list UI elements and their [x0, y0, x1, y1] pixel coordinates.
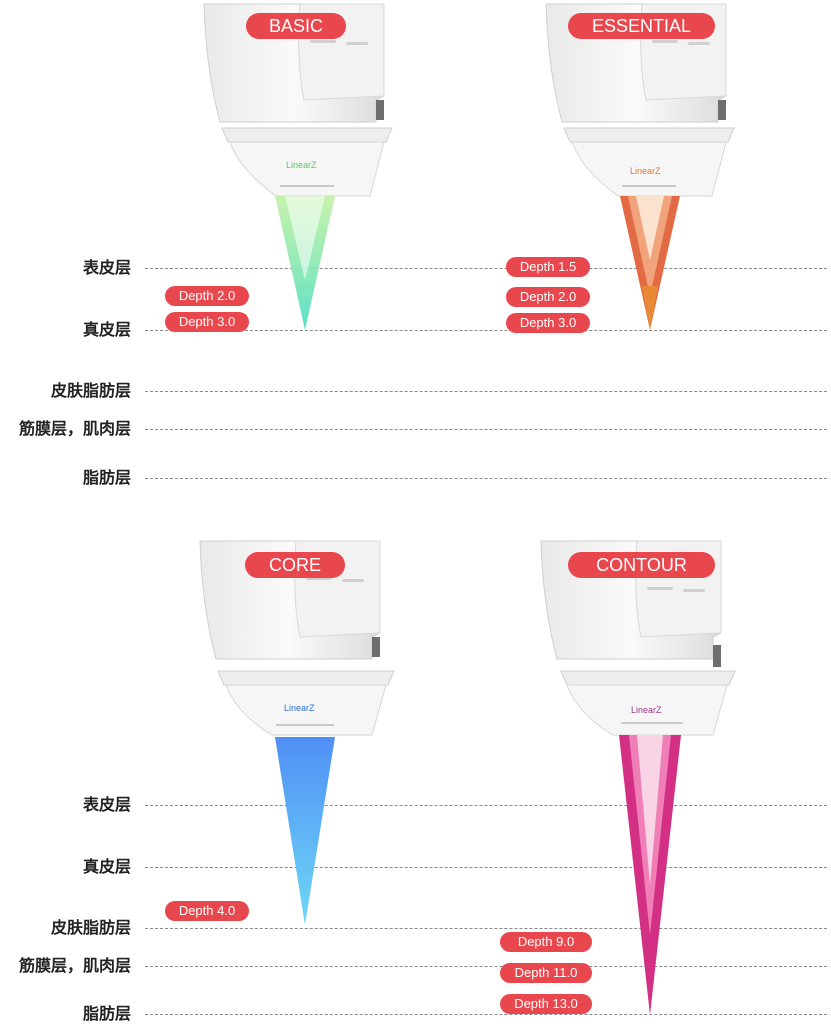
layer-label-epidermis: 表皮层 [82, 258, 131, 277]
layer-label-dermis-2: 真皮层 [82, 857, 131, 876]
mode-badge-contour: CONTOUR [568, 552, 715, 578]
beam-basic-svg [275, 196, 335, 330]
layer-line-subcutaneous-fat [145, 391, 827, 392]
depth-badge-basic-2-0: Depth 2.0 [165, 286, 249, 306]
layer-label-fascia-muscle-2: 筋膜层，肌肉层 [18, 956, 131, 975]
beam-contour-svg [619, 735, 681, 1015]
mode-badge-basic: BASIC [246, 13, 346, 39]
layer-line-epidermis [145, 268, 827, 269]
layer-line-fat-2 [145, 1014, 827, 1015]
layer-label-fat-2: 脂肪层 [82, 1004, 131, 1023]
layer-line-subcutaneous-fat-2 [145, 928, 827, 929]
ultrasound-beam-essential [620, 196, 680, 336]
brand-label-contour: LinearZ [631, 705, 662, 715]
layer-label-subcutaneous-fat: 皮肤脂肪层 [50, 381, 131, 400]
depth-badge-essential-2-0: Depth 2.0 [506, 287, 590, 307]
depth-badge-contour-13-0: Depth 13.0 [500, 994, 592, 1014]
brand-label-core: LinearZ [284, 703, 315, 713]
depth-badge-basic-3-0: Depth 3.0 [165, 312, 249, 332]
brand-label-basic: LinearZ [286, 160, 317, 170]
layer-label-dermis: 真皮层 [82, 320, 131, 339]
brand-label-essential: LinearZ [630, 166, 661, 176]
depth-badge-contour-11-0: Depth 11.0 [500, 963, 592, 983]
layer-label-epidermis-2: 表皮层 [82, 795, 131, 814]
layer-label-fascia-muscle: 筋膜层，肌肉层 [18, 419, 131, 438]
ultrasound-beam-core [275, 737, 335, 931]
layer-label-subcutaneous-fat-2: 皮肤脂肪层 [50, 918, 131, 937]
ultrasound-beam-basic [275, 196, 335, 336]
depth-badge-contour-9-0: Depth 9.0 [500, 932, 592, 952]
mode-badge-essential: ESSENTIAL [568, 13, 715, 39]
layer-line-epidermis-2 [145, 805, 827, 806]
depth-badge-essential-3-0: Depth 3.0 [506, 313, 590, 333]
layer-line-fat [145, 478, 827, 479]
layer-line-dermis [145, 330, 827, 331]
layer-line-dermis-2 [145, 867, 827, 868]
depth-badge-core-4-0: Depth 4.0 [165, 901, 249, 921]
beam-essential-svg [620, 196, 680, 330]
beam-core-svg [275, 737, 335, 925]
layer-line-fascia-muscle-2 [145, 966, 827, 967]
ultrasound-beam-contour [619, 735, 681, 1021]
mode-badge-core: CORE [245, 552, 345, 578]
layer-label-fat: 脂肪层 [82, 468, 131, 487]
layer-line-fascia-muscle [145, 429, 827, 430]
depth-badge-essential-1-5: Depth 1.5 [506, 257, 590, 277]
